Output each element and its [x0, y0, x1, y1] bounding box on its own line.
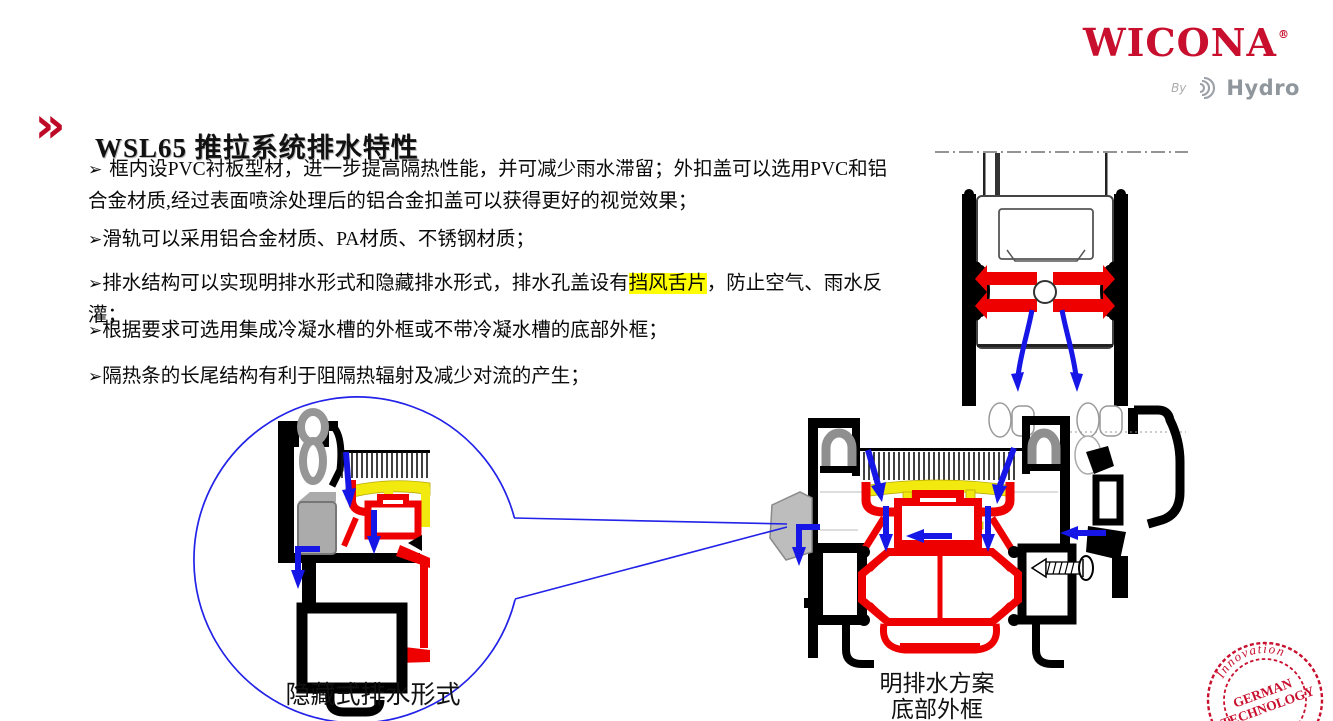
bullet-frame-pvc: ➢框内设PVC衬板型材，进一步提高隔热性能，并可减少雨水滞留；外扣盖可以选用PV… [88, 159, 888, 212]
exposed-drain-label-line1: 明排水方案 [880, 671, 995, 696]
bullet-arrow-icon: ➢ [88, 367, 103, 387]
callout-lines [513, 517, 788, 600]
hidden-drain-callout: 隐藏式排水形式 [193, 396, 516, 721]
wicona-logo-text: WICONA [1082, 20, 1277, 65]
right-end-cap [1086, 405, 1185, 598]
bullet-rail-material: ➢滑轨可以采用铝合金材质、PA材质、不锈钢材质； [88, 229, 535, 250]
byline-by-text: By [1171, 81, 1187, 95]
bullet-arrow-icon: ➢ [88, 230, 103, 250]
bullet-arrow-icon: ➢ [88, 274, 103, 294]
registered-mark: ® [1278, 28, 1290, 41]
bullet-drain-structure: ➢排水结构可以实现明排水形式和隐藏排水形式，排水孔盖设有挡风舌片，防止空气、雨水… [88, 273, 883, 326]
drain-arrows-vertical [1011, 309, 1083, 392]
hidden-drain-drawing [278, 408, 431, 717]
hydro-byline: By Hydro [1171, 76, 1300, 100]
screw [1030, 555, 1094, 581]
hydro-logo-text: Hydro [1226, 76, 1300, 100]
hydro-arcs-icon [1200, 77, 1216, 99]
drain-arrows-bottom [792, 446, 1106, 566]
exposed-drain-label-line2: 底部外框 [891, 697, 983, 721]
highlighted-text: 挡风舌片 [628, 273, 707, 294]
bullet-arrow-icon: ➢ [88, 321, 103, 341]
bottom-frame [804, 416, 1077, 668]
roller-right [1026, 428, 1064, 471]
hidden-drain-label: 隐藏式排水形式 [285, 681, 460, 709]
page-title: WSL65 推拉系统排水特性 [95, 133, 419, 164]
frame-side-walls [962, 189, 1128, 406]
bullet-thermal-break: ➢隔热条的长尾结构有利于阻隔热辐射及减少对流的产生； [88, 366, 590, 387]
wicona-logo: WICONA® [1083, 24, 1290, 62]
bullet-condensate-channel: ➢根据要求可选用集成冷凝水槽的外框或不带冷凝水槽的底部外框； [88, 320, 668, 341]
callout-circle [193, 396, 516, 721]
bullet-arrow-icon: ➢ [88, 160, 103, 180]
stamp-top-text: Innovation [1206, 631, 1292, 685]
brush-seal [863, 452, 1015, 480]
exposed-drain-diagram: 明排水方案 底部外框 [769, 151, 1188, 721]
roller-left [820, 428, 858, 473]
red-drain-channel [858, 482, 1022, 654]
title-chevron-icon: » [34, 96, 66, 154]
german-technology-stamp: Innovation GERMAN TECHNOLOGY Since 1948 [1206, 631, 1324, 721]
thermal-breaks [970, 261, 1120, 321]
